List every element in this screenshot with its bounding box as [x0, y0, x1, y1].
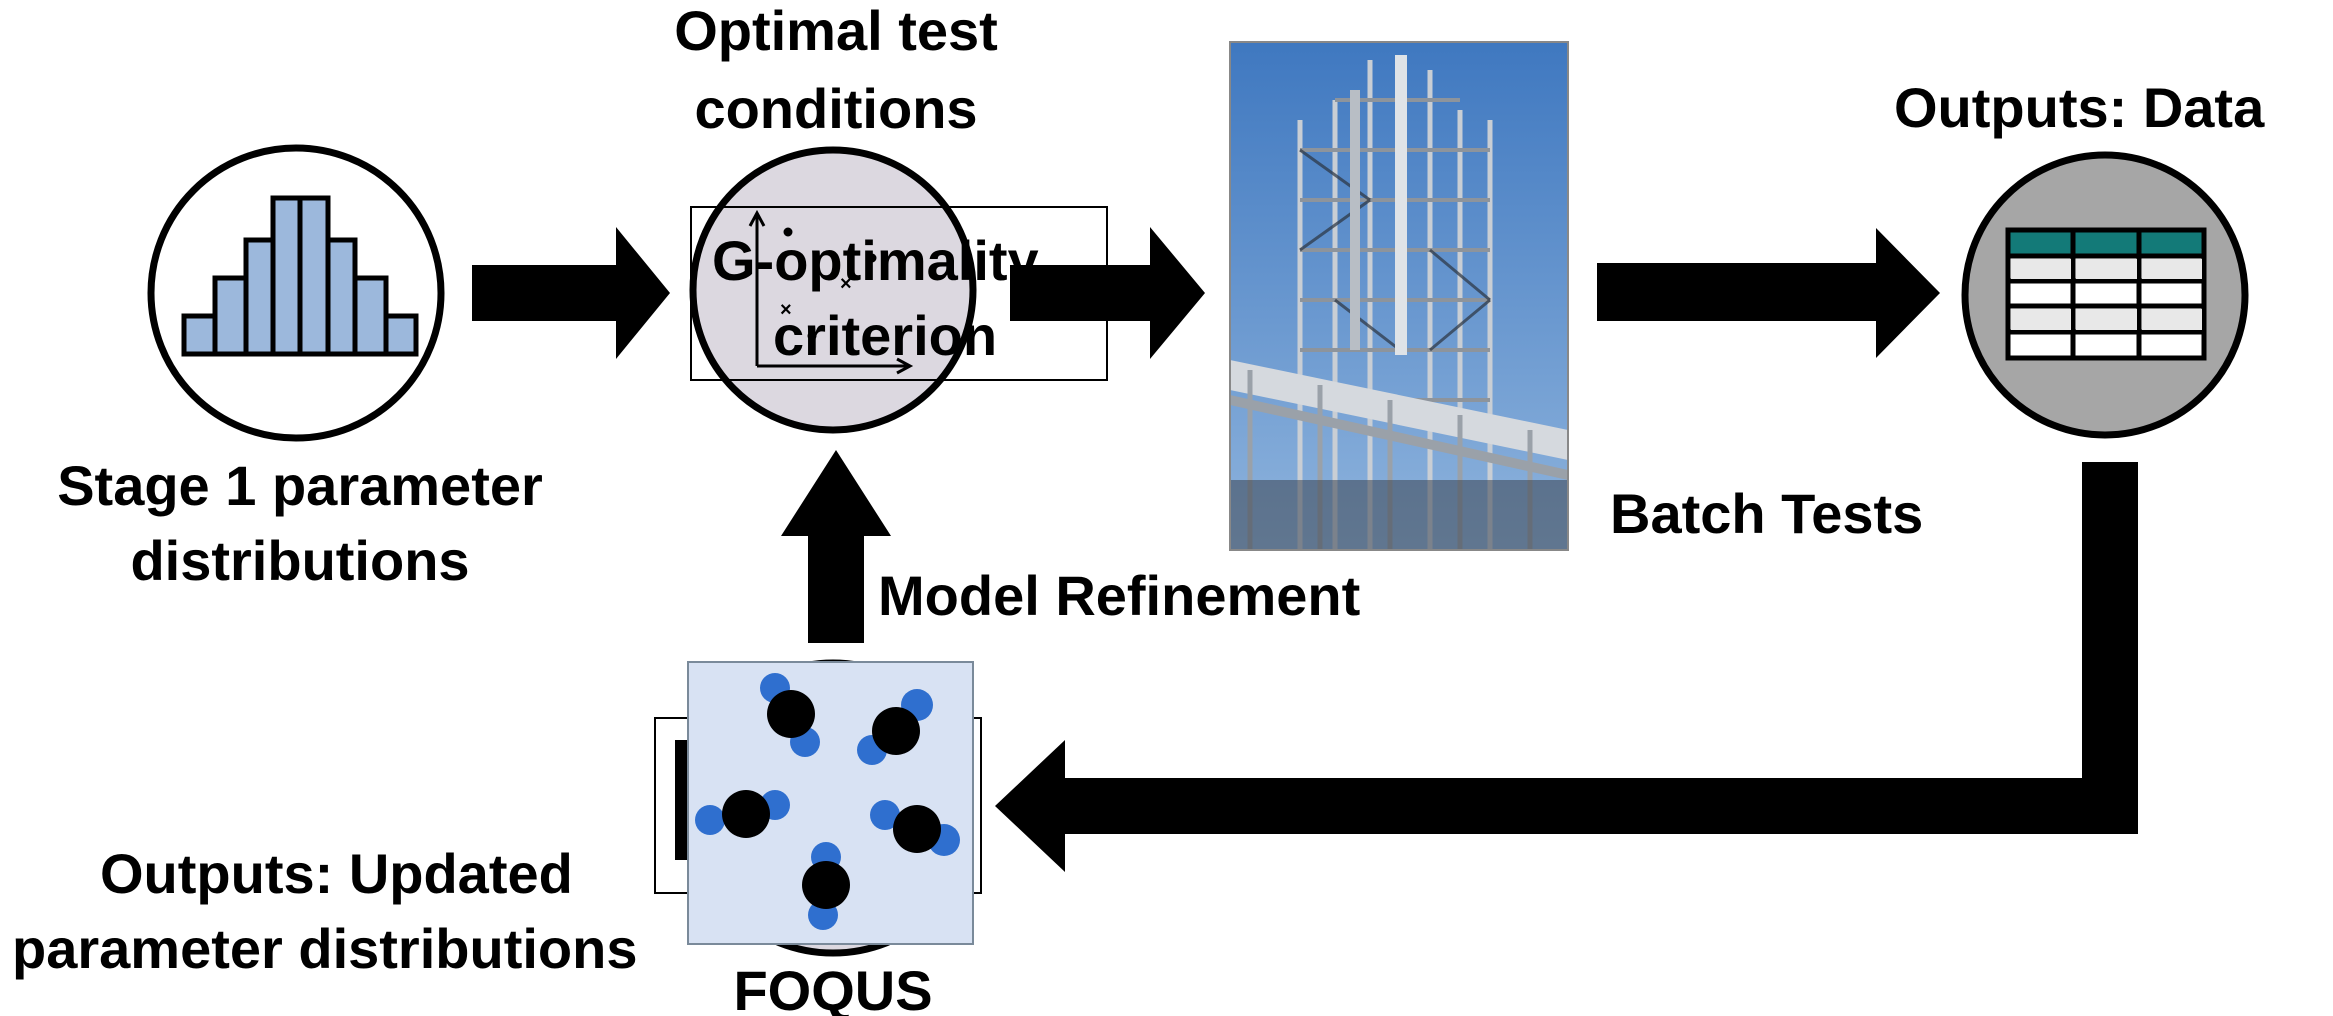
stage1-node	[147, 144, 445, 442]
criterion-line2: criterion	[773, 304, 997, 367]
foqus-node	[654, 659, 982, 957]
arrow-data-to-foqus	[995, 462, 2138, 872]
arrow-stage1-to-optimal	[472, 227, 670, 359]
arrow-foqus-to-optimal	[781, 450, 891, 643]
optimal-node: × × G-optimality criterion	[689, 146, 1108, 434]
particle-cluster	[695, 673, 960, 930]
histogram-icon	[181, 195, 419, 357]
outputs-data-node	[1961, 151, 2249, 439]
arrow-plant-to-data	[1597, 228, 1940, 358]
svg-text:×: ×	[840, 273, 852, 295]
stage1-label-line1: Stage 1 parameter	[57, 454, 543, 517]
batch-tests-label: Batch Tests	[1610, 482, 1923, 545]
scatter-plot-icon: × ×	[748, 209, 914, 375]
optimal-title-line1: Optimal test	[674, 0, 998, 62]
stage1-label-line2: distributions	[130, 529, 469, 592]
outputs-data-label: Outputs: Data	[1894, 76, 2265, 139]
optimal-title-line2: conditions	[694, 77, 977, 140]
foqus-outputs-line1: Outputs: Updated	[100, 842, 573, 905]
foqus-outputs-line2: parameter distributions	[12, 917, 637, 980]
model-refinement-label: Model Refinement	[878, 564, 1360, 627]
criterion-box	[690, 206, 1108, 381]
data-table-icon	[2005, 227, 2207, 361]
industrial-plant-photo	[1229, 41, 1569, 551]
foqus-label: FOQUS	[733, 959, 932, 1016]
svg-text:×: ×	[780, 299, 792, 321]
criterion-line1: G-optimality	[712, 229, 1039, 292]
